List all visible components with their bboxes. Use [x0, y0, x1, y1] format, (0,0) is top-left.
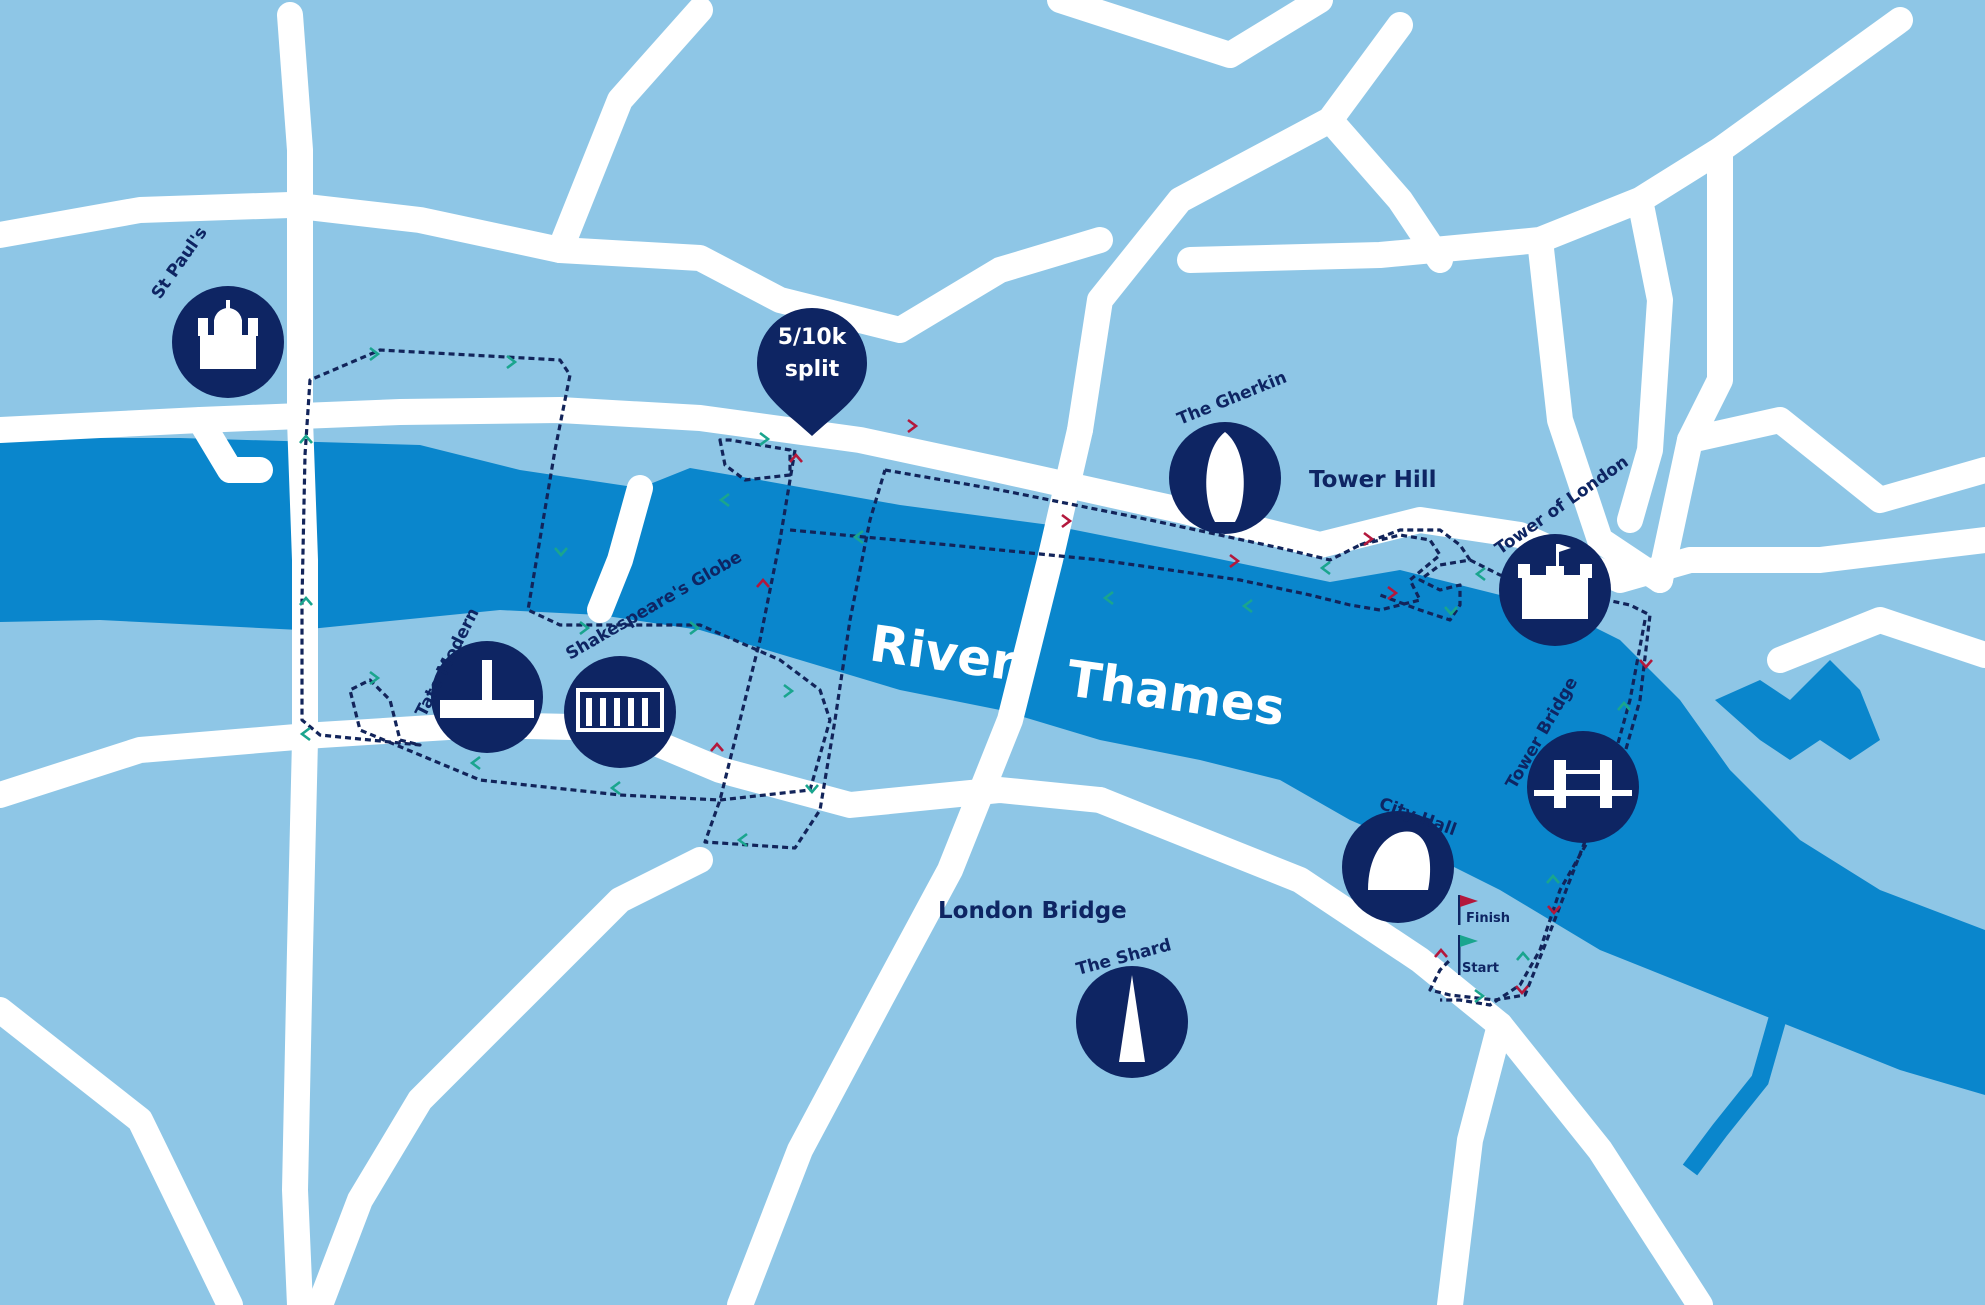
river-channel	[1682, 1007, 1789, 1176]
gherkin-icon	[1206, 432, 1244, 522]
river-inlet	[1715, 660, 1880, 760]
shard-icon	[1119, 975, 1145, 1062]
split-marker-line1: 5/10k	[778, 325, 848, 350]
tower-bridge-icon	[1534, 760, 1632, 808]
start-flag: Start	[1458, 935, 1499, 976]
globe-theatre-icon	[576, 688, 664, 732]
river-thames	[0, 438, 1985, 1095]
landmark-the-shard: The Shard	[1074, 935, 1188, 1078]
tate-modern-icon	[440, 660, 534, 718]
split-marker-line2: split	[785, 357, 840, 382]
start-flag-icon	[1460, 935, 1478, 947]
split-marker: 5/10k split	[757, 308, 867, 436]
finish-label: Finish	[1466, 911, 1510, 926]
start-label: Start	[1462, 961, 1499, 976]
city-hall-icon	[1368, 831, 1431, 890]
castle-icon	[1518, 544, 1592, 619]
area-label-london-bridge: London Bridge	[938, 898, 1127, 924]
map-pin-icon	[757, 308, 867, 436]
finish-flag-icon	[1460, 895, 1478, 907]
cathedral-icon	[198, 300, 258, 369]
direction-arrows	[299, 346, 1653, 1004]
area-label-tower-hill: Tower Hill	[1309, 467, 1437, 493]
finish-flag: Finish	[1458, 895, 1510, 926]
